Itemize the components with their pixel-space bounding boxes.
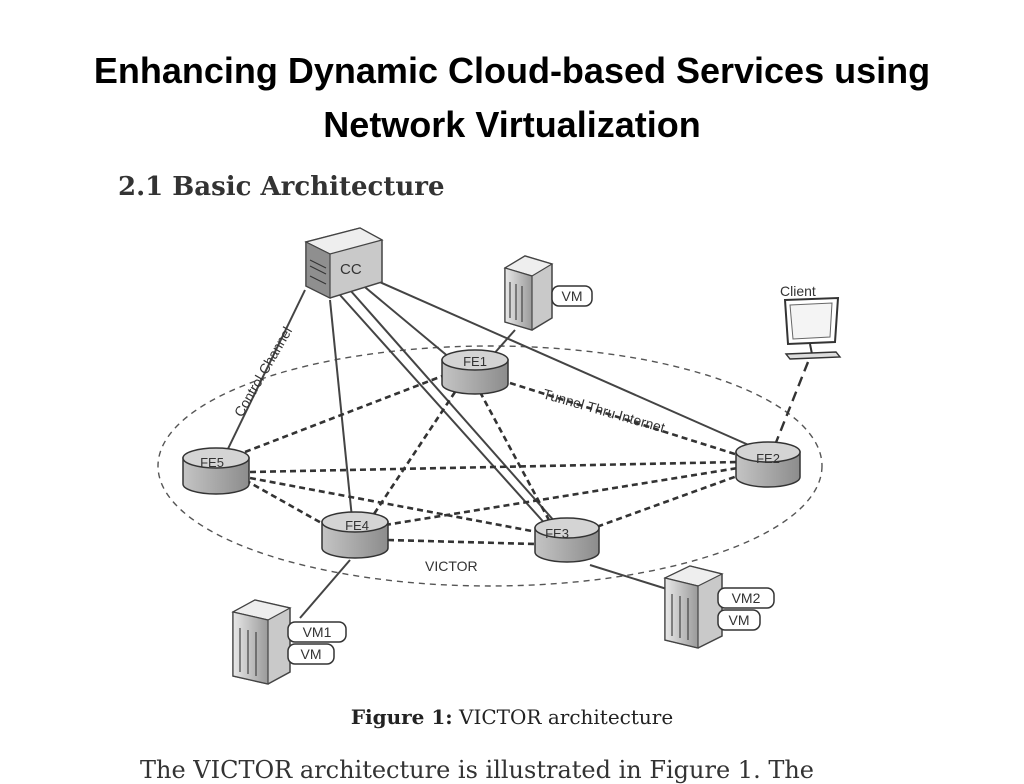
vm-badge-top-label: VM [562, 288, 583, 304]
tunnel-fe1-fe4 [368, 391, 457, 521]
tunnel-fe5-fe1 [244, 373, 446, 454]
tunnel-fe5-fe2 [249, 460, 739, 474]
slide-title: Enhancing Dynamic Cloud-based Services u… [0, 44, 1024, 152]
fe4-vm1-line [299, 559, 351, 619]
vm2-badge-right: VM2 [717, 587, 775, 609]
fe2-label: FE2 [756, 451, 780, 466]
fe5-node: FE5 [182, 447, 250, 495]
cc-fe2-line [374, 279, 761, 451]
cc-fe5-line [224, 289, 306, 456]
fe4-label: FE4 [345, 518, 369, 533]
victor-label: VICTOR [425, 558, 478, 574]
section-heading-text: 2.1 Basic Architecture [118, 172, 445, 202]
fe3-node: FE3 [534, 517, 600, 563]
cc-fe4-line [329, 299, 353, 519]
fe1-label: FE1 [463, 354, 487, 369]
vm1-badge-left: VM1 [287, 621, 347, 643]
fe5-label: FE5 [200, 455, 224, 470]
tunnel-fe5-fe3 [249, 476, 538, 534]
vm2-badge-right-label: VM2 [732, 590, 761, 606]
fe1-node: FE1 [441, 349, 509, 395]
cc-fe3-line-2 [339, 294, 549, 528]
slide-title-line-1: Enhancing Dynamic Cloud-based Services u… [93, 50, 931, 91]
fe2-node: FE2 [735, 441, 801, 488]
figure-caption: Figure 1: VICTOR architecture [0, 705, 1024, 729]
vm-server-top-icon [503, 255, 554, 331]
figure-caption-text: VICTOR architecture [459, 705, 674, 729]
body-text-fragment: The VICTOR architecture is illustrated i… [140, 756, 900, 784]
vm-badge-top: VM [551, 285, 593, 307]
cc-server-icon: CC [304, 227, 384, 299]
tunnel-links [244, 373, 741, 546]
cc-label: CC [340, 261, 362, 278]
tunnel-fe3-fe2 [587, 473, 741, 532]
fe3-vm2-line [589, 564, 671, 591]
vm-badge-right: VM [717, 609, 761, 631]
vm-server-left-icon [231, 599, 292, 685]
control-lines [224, 279, 761, 619]
body-text-fragment-text: The VICTOR architecture is illustrated i… [140, 756, 815, 784]
tunnel-fe4-fe2 [384, 466, 739, 527]
fe4-node: FE4 [321, 511, 389, 559]
vm-server-right-icon [663, 565, 724, 649]
client-label: Client [780, 283, 816, 299]
tunnel-fe1-fe3 [478, 391, 552, 523]
figure-caption-label: Figure 1: [350, 705, 453, 729]
victor-network-boundary [157, 345, 823, 587]
slide-title-line-2: Network Virtualization [323, 104, 701, 145]
victor-architecture-diagram: CC VM Client FE1 FE2 FE3 FE [157, 227, 842, 685]
fe3-label: FE3 [545, 526, 569, 541]
vm1-badge-left-label: VM1 [303, 624, 332, 640]
vm-badge-left-label: VM [301, 646, 322, 662]
vm-badge-left: VM [287, 643, 335, 665]
section-heading: 2.1 Basic Architecture [118, 170, 538, 202]
client-fe2-link [773, 361, 810, 446]
vm-badge-right-label: VM [729, 612, 750, 628]
tunnel-fe5-fe4 [244, 478, 326, 527]
cc-fe1-line [359, 282, 451, 359]
tunnel-label: Tunnel Thru Internet [541, 386, 667, 436]
cc-fe3-line [349, 289, 557, 524]
tunnel-fe4-fe3 [387, 538, 536, 546]
client-monitor-icon: Client [780, 283, 842, 360]
